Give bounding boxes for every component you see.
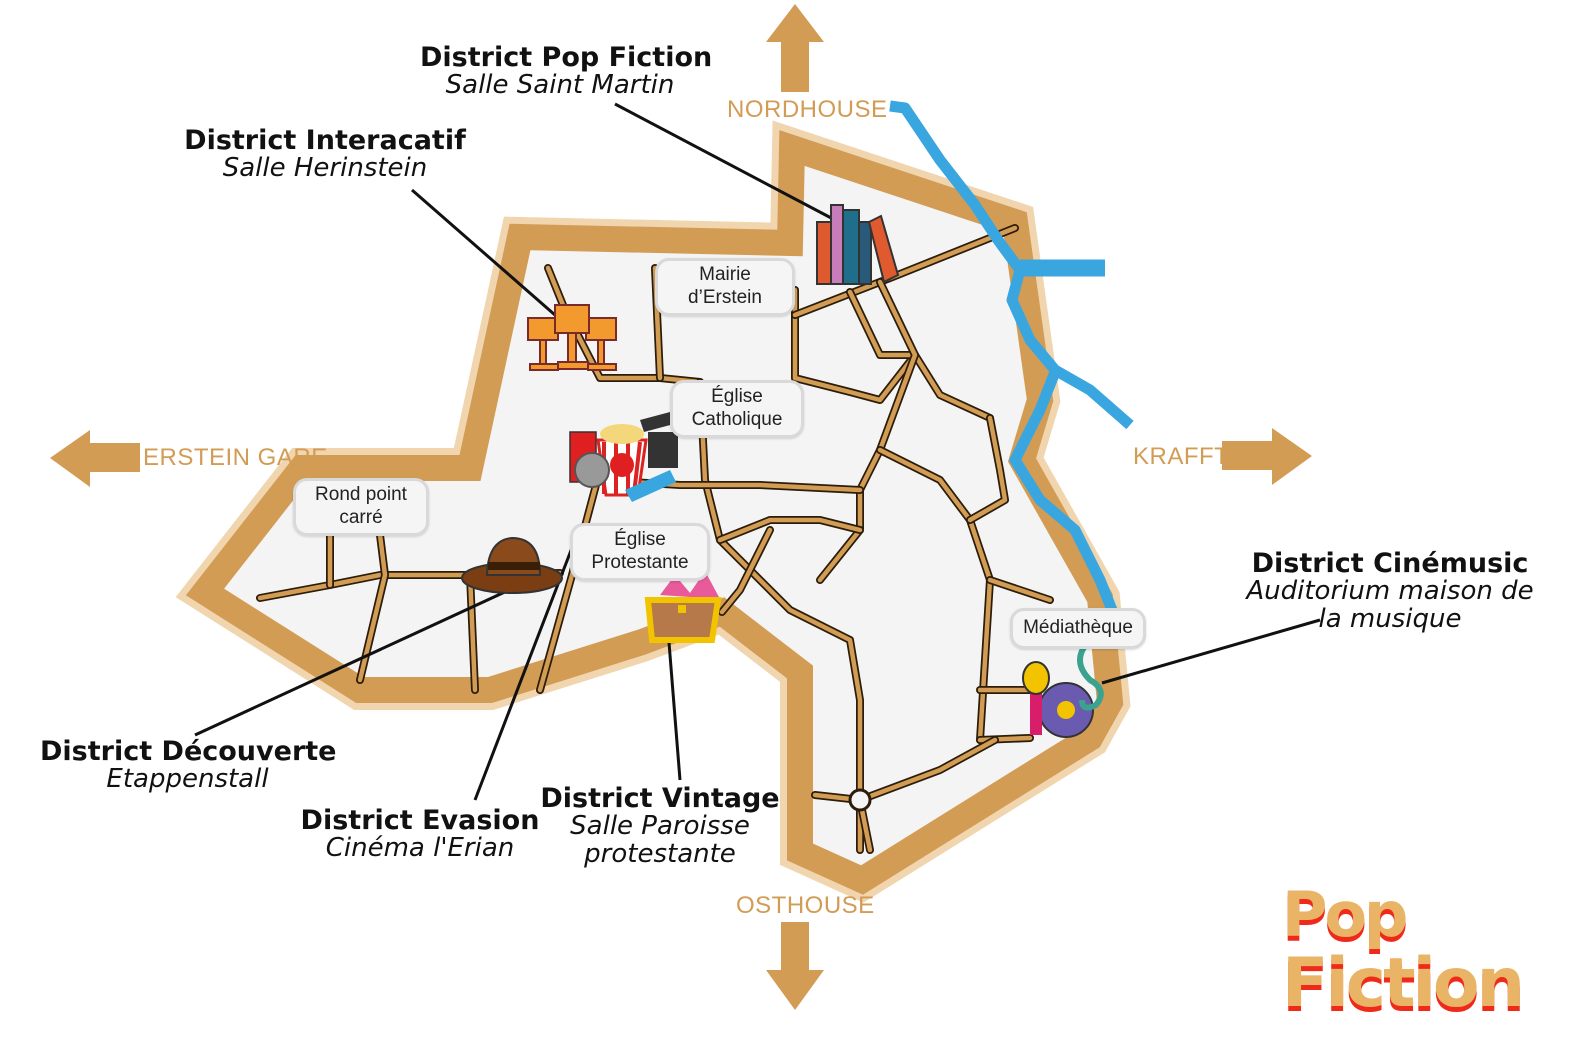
landmark-mediatheque: Médiathèque (1010, 608, 1146, 649)
district-venue: Salle Paroisse (570, 811, 750, 842)
hat-icon (461, 536, 563, 594)
landmark-line: Église (711, 386, 763, 407)
district-name: District Cinémusic (1251, 548, 1529, 579)
district-name: District Interacatif (184, 125, 466, 156)
direction-label-north: NORDHOUSE (727, 96, 888, 123)
road (467, 572, 478, 693)
arrow-west-icon (50, 430, 140, 487)
district-venue: la musique (1318, 603, 1462, 634)
arrow-north-icon (766, 4, 824, 92)
road (545, 265, 703, 385)
town-boundary (175, 120, 1131, 903)
road (967, 415, 1008, 523)
road (812, 737, 998, 803)
road (987, 577, 1053, 603)
direction-label-west: ERSTEIN GARE (143, 444, 328, 471)
district-venue: Salle Herinstein (222, 153, 428, 184)
arrow-east-icon (1222, 428, 1312, 485)
landmark-line: d’Erstein (688, 286, 762, 308)
music-icon (1022, 637, 1104, 738)
district-name: District Découverte (40, 736, 337, 767)
logo-pop: Pop (1282, 878, 1408, 951)
road (792, 287, 918, 403)
landmark-line: Église (614, 529, 666, 550)
landmark-line: Catholique (691, 408, 783, 430)
district-venue: Etappenstall (106, 764, 269, 795)
direction-label-south: OSTHOUSE (736, 892, 875, 919)
roads (256, 224, 1054, 854)
trophies-icon (527, 304, 617, 371)
landmark-line: Rond point (315, 484, 407, 505)
road (719, 527, 773, 615)
road (717, 517, 863, 543)
arrow-south-icon (766, 922, 824, 1010)
district-venue: Salle Saint Martin (445, 70, 675, 101)
district-venue: Cinéma l'Erian (325, 833, 515, 864)
books-icon (816, 204, 900, 285)
direction-label-east: KRAFFT (1133, 443, 1230, 470)
district-name: District Pop Fiction (420, 42, 713, 73)
road (357, 532, 388, 683)
district-venue: Auditorium maison de (1246, 576, 1534, 607)
district-name: District Evasion (300, 805, 540, 836)
logo-fiction: Fiction (1282, 944, 1525, 1023)
landmark-line: carré (339, 506, 383, 528)
river (889, 100, 1134, 613)
landmark-line: Protestante (591, 551, 689, 573)
district-name: District Vintage (540, 783, 780, 814)
landmark-line: Mairie (699, 264, 751, 285)
cinema-icon (569, 412, 678, 502)
district-venue: protestante (584, 838, 736, 869)
road (697, 379, 863, 853)
road (817, 279, 918, 583)
roundabout (848, 788, 872, 812)
landmark-line: Médiathèque (1023, 617, 1133, 638)
leader-lines (194, 102, 1321, 801)
